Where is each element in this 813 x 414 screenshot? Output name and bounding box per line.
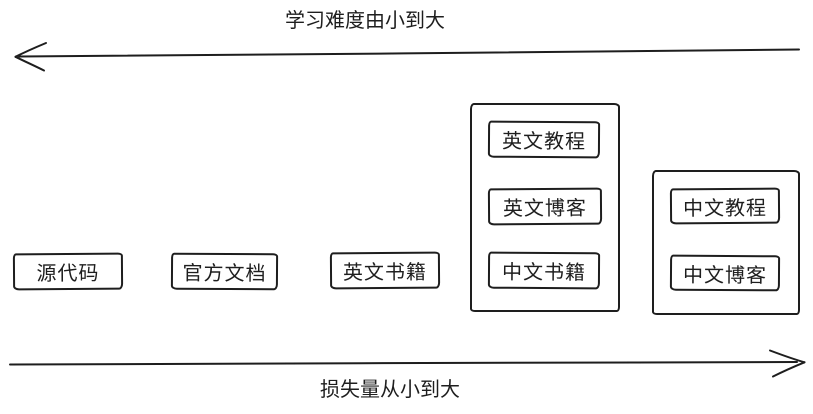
box-label: 源代码	[36, 262, 100, 286]
loss-axis-label: 损失量从小到大	[320, 379, 460, 401]
left-arrow	[14, 42, 800, 72]
box-label: 中文博客	[682, 264, 768, 287]
box-label: 英文书籍	[342, 261, 428, 285]
right-arrow-head	[769, 349, 806, 364]
box-label: 英文博客	[502, 197, 588, 221]
box-source-code: 源代码	[12, 252, 124, 291]
box-english-tutorials: 英文教程	[487, 120, 601, 159]
box-label: 中文书籍	[501, 261, 587, 285]
left-arrow-line	[18, 48, 800, 58]
difficulty-axis-label: 学习难度由小到大	[285, 10, 445, 32]
right-arrow-line	[9, 361, 798, 366]
box-english-books: 英文书籍	[329, 251, 441, 290]
box-label: 官方文档	[182, 262, 267, 286]
box-label: 英文教程	[501, 130, 587, 154]
left-arrow-head	[14, 42, 47, 58]
right-arrow-head	[772, 361, 806, 378]
box-official-docs: 官方文档	[170, 252, 279, 291]
box-label: 中文教程	[682, 197, 768, 220]
right-arrow	[9, 349, 806, 378]
box-chinese-books: 中文书籍	[487, 251, 601, 290]
group-english-resources: 英文教程 英文博客 中文书籍	[470, 103, 620, 312]
box-english-blogs: 英文博客	[487, 187, 603, 226]
box-chinese-blogs: 中文博客	[669, 254, 781, 292]
group-chinese-resources: 中文教程 中文博客	[652, 170, 800, 315]
left-arrow-head	[14, 55, 45, 72]
box-chinese-tutorials: 中文教程	[669, 187, 781, 225]
